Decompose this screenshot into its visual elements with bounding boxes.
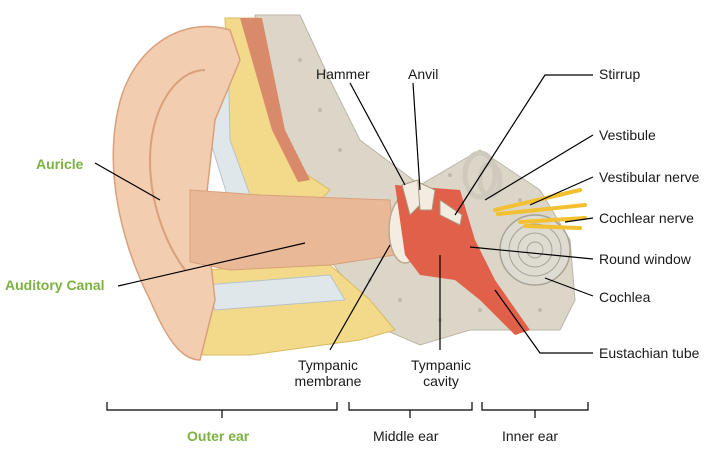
label-vestibular-nerve: Vestibular nerve xyxy=(599,169,700,185)
label-stirrup: Stirrup xyxy=(599,66,641,82)
label-cochlear-nerve: Cochlear nerve xyxy=(599,210,694,226)
leader-lines xyxy=(94,74,594,354)
label-cochlea: Cochlea xyxy=(599,289,651,305)
tympanic-cavity-shape xyxy=(395,185,530,335)
auditory-canal-shape xyxy=(189,189,396,271)
section-outer-ear: Outer ear xyxy=(187,428,250,444)
label-anvil: Anvil xyxy=(408,66,439,82)
nerves xyxy=(493,188,587,230)
label-round-window: Round window xyxy=(599,251,691,267)
label-tympanic-membrane: Tympanic membrane xyxy=(294,357,362,389)
section-brackets xyxy=(106,402,589,418)
section-inner-ear: Inner ear xyxy=(502,428,559,444)
label-hammer: Hammer xyxy=(316,66,370,82)
label-eustachian-tube: Eustachian tube xyxy=(599,345,700,361)
semicircular-canals xyxy=(462,150,503,200)
ossicles xyxy=(401,179,463,226)
label-tympanic-cavity: Tympanic cavity xyxy=(411,357,471,389)
muscle-band xyxy=(240,18,310,182)
auricle-fold xyxy=(148,69,206,271)
section-middle-ear: Middle ear xyxy=(373,428,439,444)
label-auricle: Auricle xyxy=(36,156,84,172)
label-auditory-canal: Auditory Canal xyxy=(5,277,105,293)
label-vestibule: Vestibule xyxy=(599,127,656,143)
auricle-shape xyxy=(112,25,241,361)
